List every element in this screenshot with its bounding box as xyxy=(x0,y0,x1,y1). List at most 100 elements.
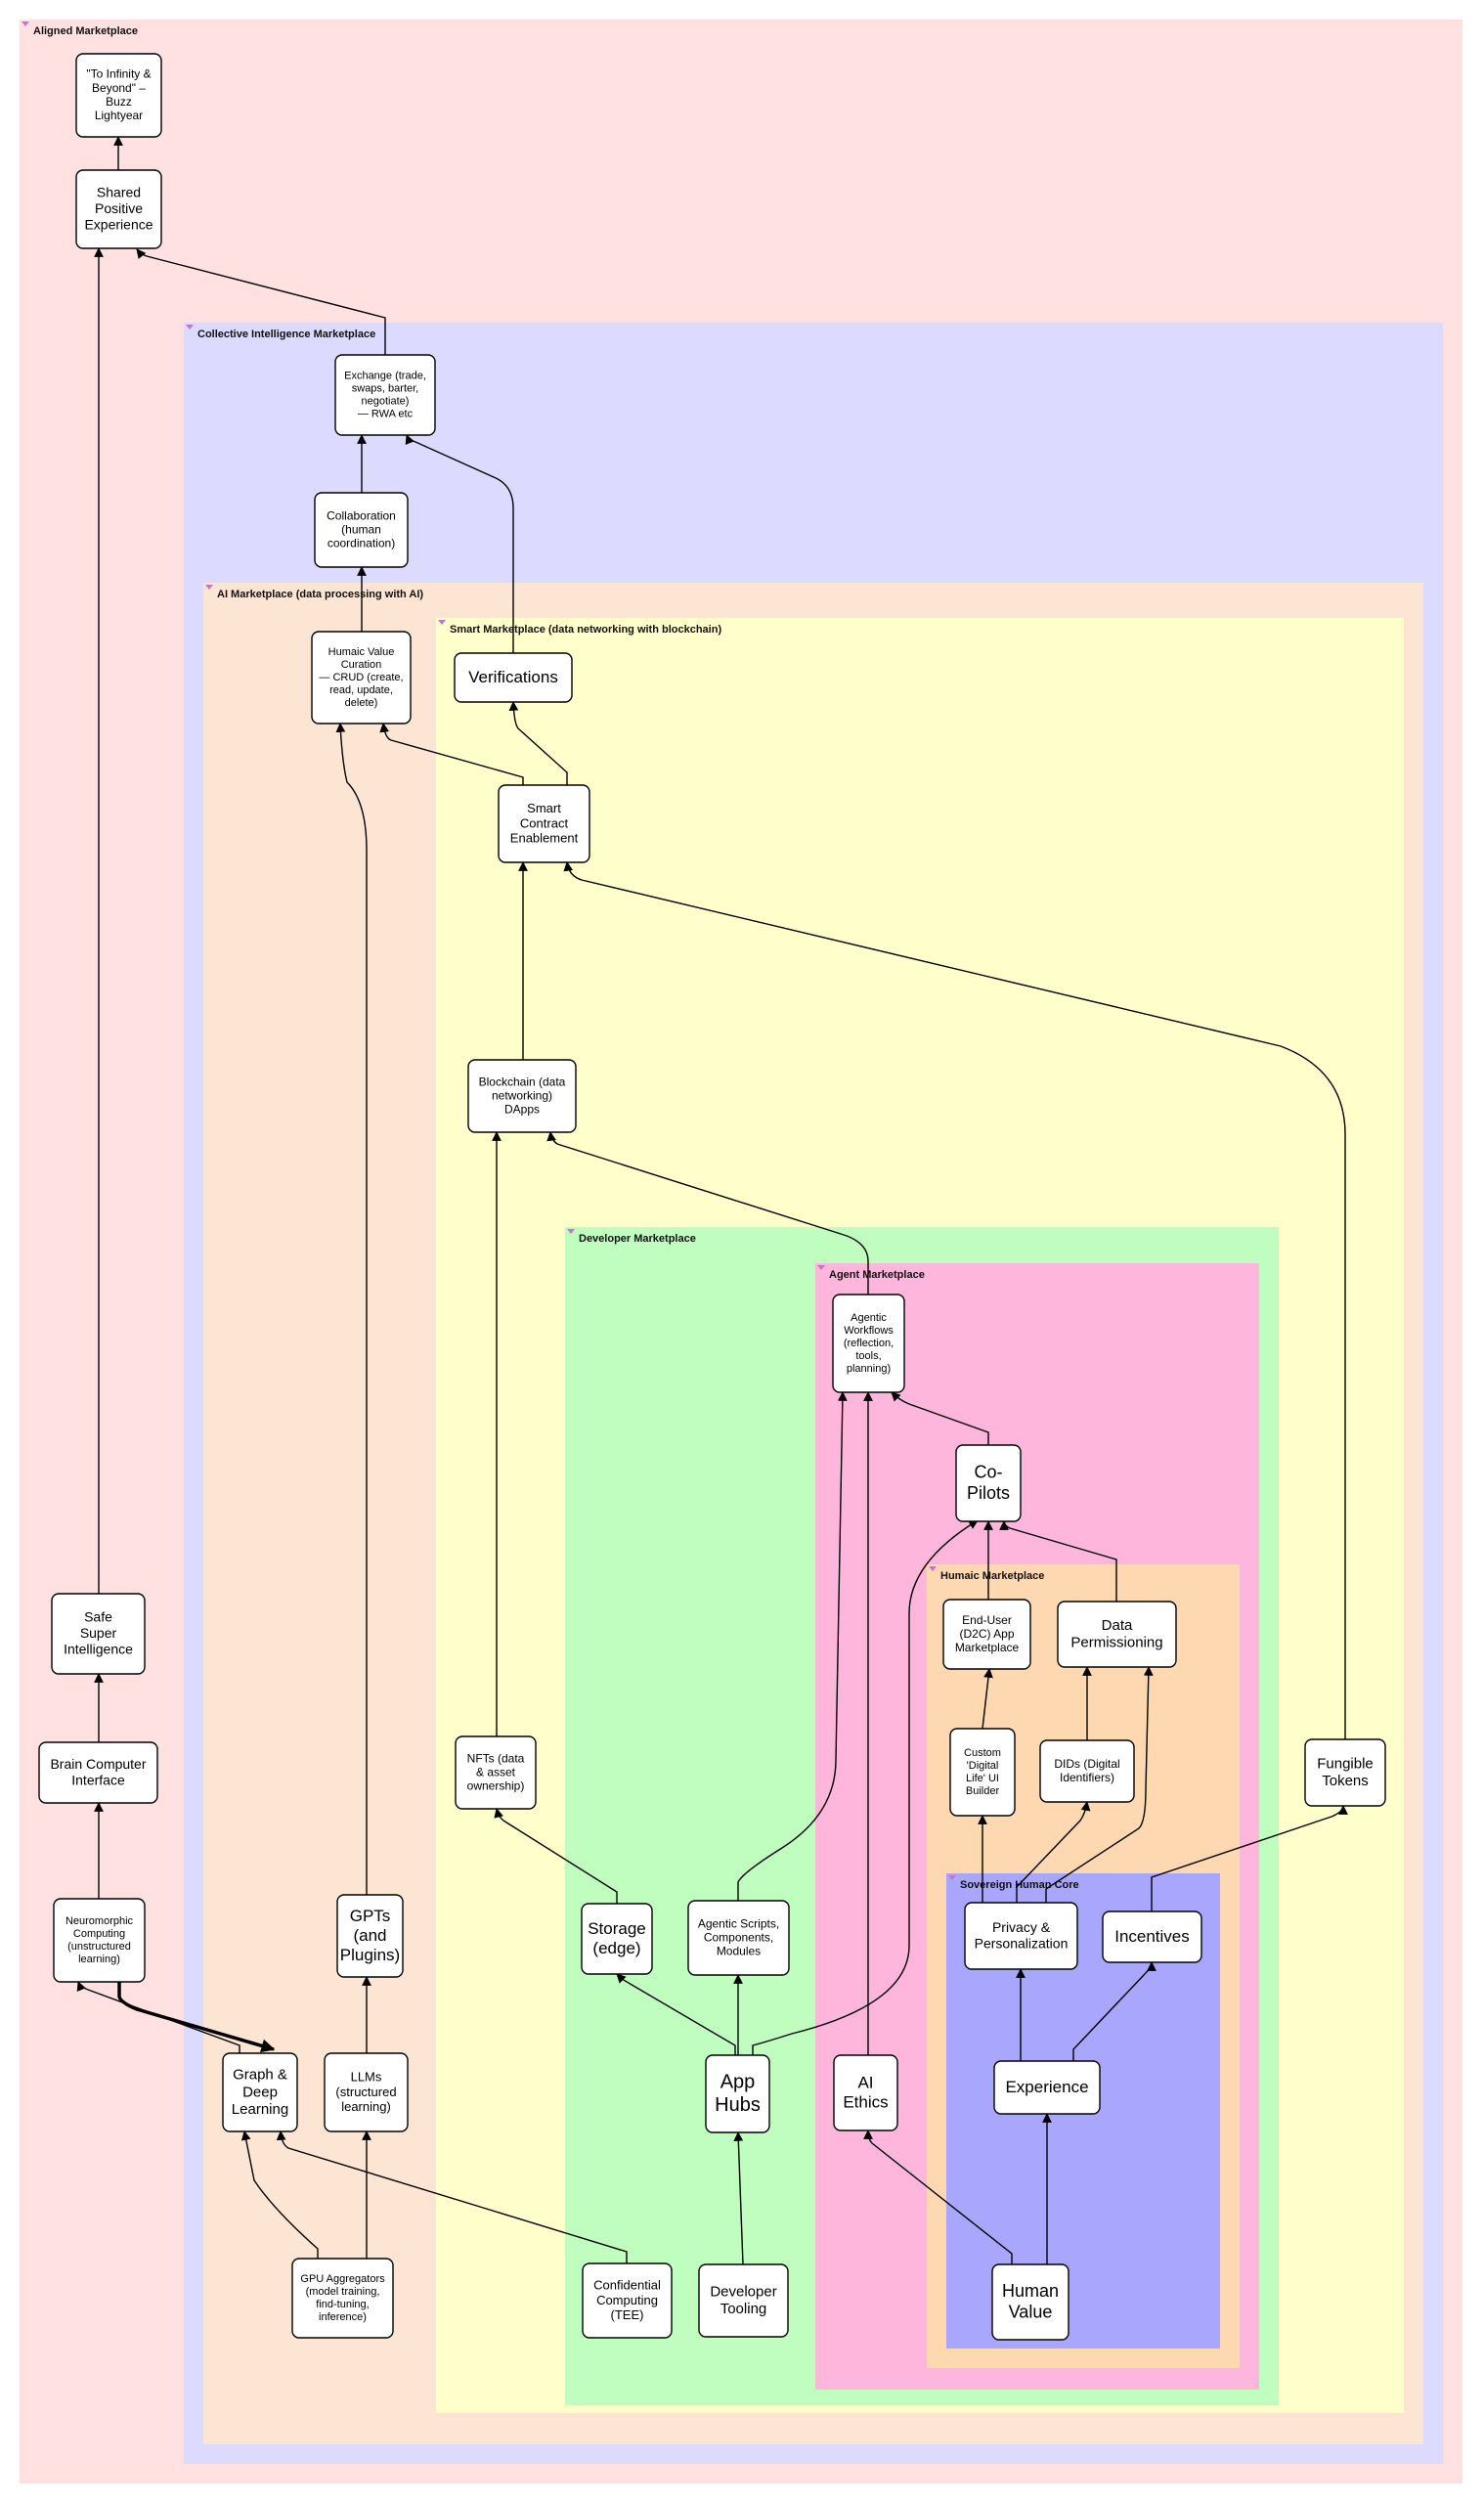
node-label-line: LLMs xyxy=(351,2069,382,2084)
node-label-line: Value xyxy=(1009,2302,1053,2321)
edge-gpu-to-graph xyxy=(240,2130,319,2259)
collapse-triangle-icon[interactable] xyxy=(817,1265,825,1270)
node-label-line: Tooling xyxy=(720,2301,767,2317)
node-neuro[interactable]: NeuromorphicComputing(unstructuredlearni… xyxy=(53,1898,146,1983)
node-agentic[interactable]: AgenticWorkflows(reflection,tools,planni… xyxy=(832,1294,905,1393)
node-privacy[interactable]: Privacy &Personalization xyxy=(964,1902,1078,1970)
node-copilots[interactable]: Co-Pilots xyxy=(955,1444,1022,1522)
container-title: Developer Marketplace xyxy=(579,1233,696,1245)
node-label-line: (human xyxy=(341,522,381,536)
node-label-line: networking) xyxy=(492,1088,552,1102)
node-label-line: Developer xyxy=(710,2284,776,2301)
collapse-triangle-icon[interactable] xyxy=(205,585,213,590)
node-label-line: End-User xyxy=(962,1613,1012,1627)
collapse-triangle-icon[interactable] xyxy=(929,1566,937,1571)
node-label-line: Confidential xyxy=(593,2277,661,2292)
node-label-line: 'Digital xyxy=(967,1760,999,1772)
node-label-line: Ethics xyxy=(843,2092,888,2111)
node-label-line: Fungible xyxy=(1317,1756,1374,1773)
node-label-line: inference) xyxy=(319,2311,367,2323)
node-label-line: negotiate) xyxy=(362,396,410,408)
container-title: Aligned Marketplace xyxy=(33,25,138,37)
node-label-line: Tokens xyxy=(1322,1773,1369,1789)
collapse-triangle-icon[interactable] xyxy=(438,620,446,625)
node-label-line: Beyond" – xyxy=(92,81,146,95)
collapse-triangle-icon[interactable] xyxy=(186,325,194,329)
node-label-line: Collaboration xyxy=(327,508,396,522)
edge-smart-to-verif xyxy=(508,701,568,785)
edge-confidential-to-graph xyxy=(276,2130,628,2263)
node-label-line: GPU Aggregators xyxy=(300,2273,385,2285)
node-label-line: (model training, xyxy=(306,2286,380,2298)
node-label-line: swaps, barter, xyxy=(352,383,418,395)
node-label-line: (reflection, xyxy=(844,1338,894,1349)
node-incentives[interactable]: Incentives xyxy=(1102,1910,1202,1963)
node-label-line: App xyxy=(720,2072,756,2093)
edge-humanvalue-to-aiethics xyxy=(863,2130,1013,2264)
node-label-line: (TEE) xyxy=(611,2307,644,2322)
node-label-line: Deep xyxy=(242,2084,278,2100)
node-label-line: delete) xyxy=(345,697,378,709)
node-label-line: DIDs (Digital xyxy=(1054,1757,1119,1771)
collapse-triangle-icon[interactable] xyxy=(948,1875,956,1880)
node-agscripts[interactable]: Agentic Scripts,Components,Modules xyxy=(687,1900,790,1976)
node-label-line: Agentic xyxy=(851,1312,887,1324)
collapse-triangle-icon[interactable] xyxy=(22,22,29,26)
node-exchange[interactable]: Exchange (trade,swaps, barter,negotiate)… xyxy=(334,354,436,436)
node-label-line: read, update, xyxy=(329,684,393,696)
node-label-line: Permissioning xyxy=(1070,1635,1162,1651)
edge-storage-to-nfts xyxy=(494,1808,618,1904)
node-label-line: (edge) xyxy=(592,1939,640,1957)
node-gpuagg[interactable]: GPU Aggregators(model training,find-tuni… xyxy=(291,2258,394,2339)
node-label-line: Intelligence xyxy=(64,1642,133,1657)
container-title: Smart Marketplace (data networking with … xyxy=(450,624,721,636)
node-label-line: Hubs xyxy=(715,2094,761,2116)
node-label-line: Experience xyxy=(1005,2078,1088,2096)
node-label-line: Builder xyxy=(966,1785,1000,1797)
node-label-line: Shared xyxy=(97,185,141,200)
node-label-line: Incentives xyxy=(1114,1927,1190,1946)
edge-copilots-to-agentic xyxy=(891,1391,989,1445)
node-label-line: (unstructured xyxy=(67,1941,131,1953)
node-label-line: Personalization xyxy=(975,1935,1069,1951)
node-label-line: tools, xyxy=(855,1350,881,1362)
node-label-line: "To Infinity & xyxy=(86,67,151,81)
node-label-line: find-tuning, xyxy=(316,2299,369,2310)
node-label-line: Life' UI xyxy=(966,1773,999,1784)
node-storage[interactable]: Storage(edge) xyxy=(581,1903,653,1975)
node-label-line: AI xyxy=(857,2073,873,2091)
node-label-line: Smart xyxy=(527,801,561,815)
node-label-line: DApps xyxy=(504,1103,540,1117)
node-label-line: (structured xyxy=(335,2085,396,2099)
edge-agscripts-to-agentic xyxy=(737,1391,848,1901)
node-label-line: (and xyxy=(353,1926,386,1945)
node-label-line: Co- xyxy=(974,1463,1002,1482)
node-verifications[interactable]: Verifications xyxy=(454,652,573,703)
node-experience[interactable]: Experience xyxy=(993,2060,1101,2115)
collapse-triangle-icon[interactable] xyxy=(567,1229,575,1234)
node-label-line: NFTs (data xyxy=(467,1751,525,1765)
node-label-line: Storage xyxy=(588,1919,646,1938)
